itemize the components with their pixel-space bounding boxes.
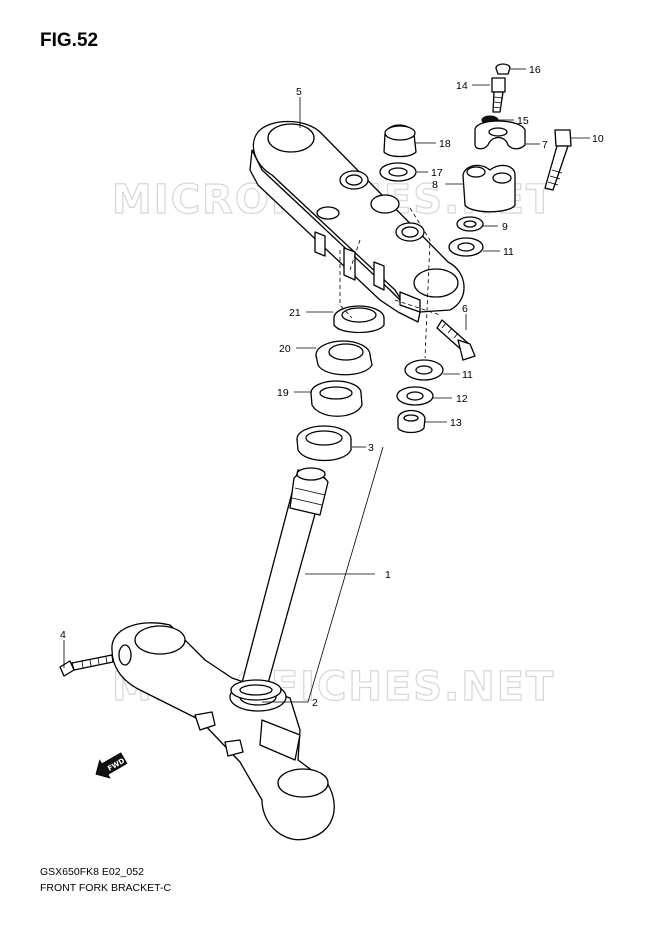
callout-4: 4 xyxy=(60,629,66,641)
bolt-14 xyxy=(491,77,506,113)
assembly-line-2 xyxy=(339,250,353,319)
callout-7: 7 xyxy=(542,139,548,151)
callout-20: 20 xyxy=(279,343,291,355)
lower-bracket xyxy=(111,622,335,841)
holder-8 xyxy=(462,164,516,213)
callout-9: 9 xyxy=(502,221,508,233)
callout-21: 21 xyxy=(289,307,301,319)
callout-10: 10 xyxy=(592,133,604,145)
callout-3: 3 xyxy=(368,442,374,454)
model-code: GSX650FK8 E02_052 xyxy=(40,866,144,878)
callout-1: 1 xyxy=(385,569,391,581)
callout-8: 8 xyxy=(432,179,438,191)
callout-11-upper: 11 xyxy=(503,246,514,258)
bearing-19 xyxy=(310,380,363,417)
callout-18: 18 xyxy=(439,138,451,150)
diagram-caption: FRONT FORK BRACKET-C xyxy=(40,882,172,894)
washer-9 xyxy=(456,216,484,232)
bearing-21 xyxy=(333,305,385,334)
washer-11-upper xyxy=(448,237,484,257)
nut-13 xyxy=(397,409,426,434)
bolt-4 xyxy=(59,654,114,677)
callout-13: 13 xyxy=(450,417,462,429)
assembly-line-4 xyxy=(394,299,441,316)
washer-11-lower xyxy=(404,359,444,381)
callout-16: 16 xyxy=(529,64,541,76)
bearing-3 xyxy=(296,425,352,462)
assembly-line-1 xyxy=(409,207,431,359)
footer: GSX650FK8 E02_052 FRONT FORK BRACKET-C xyxy=(40,864,171,896)
upper-bracket xyxy=(249,120,465,323)
leader-lines xyxy=(63,68,590,703)
callout-14: 14 xyxy=(456,80,468,92)
callout-2: 2 xyxy=(312,697,318,709)
callout-12: 12 xyxy=(456,393,468,405)
bolt-6 xyxy=(436,319,476,361)
assembly-line-3 xyxy=(349,239,361,271)
bolt-10 xyxy=(544,129,572,191)
callout-19: 19 xyxy=(277,387,289,399)
callout-5: 5 xyxy=(296,86,302,98)
callout-11-lower: 11 xyxy=(462,369,473,381)
holder-7 xyxy=(474,120,526,150)
washer-12 xyxy=(396,386,434,406)
bearing-2 xyxy=(230,679,282,701)
cap-16 xyxy=(495,63,511,75)
callout-15: 15 xyxy=(517,115,529,127)
figure-title: FIG.52 xyxy=(40,30,99,51)
callout-6: 6 xyxy=(462,303,468,315)
cap-18 xyxy=(383,124,417,158)
seal-20 xyxy=(315,340,373,376)
fwd-arrow-icon: FWD xyxy=(95,752,128,779)
callout-17: 17 xyxy=(431,167,443,179)
washer-17 xyxy=(379,162,417,182)
